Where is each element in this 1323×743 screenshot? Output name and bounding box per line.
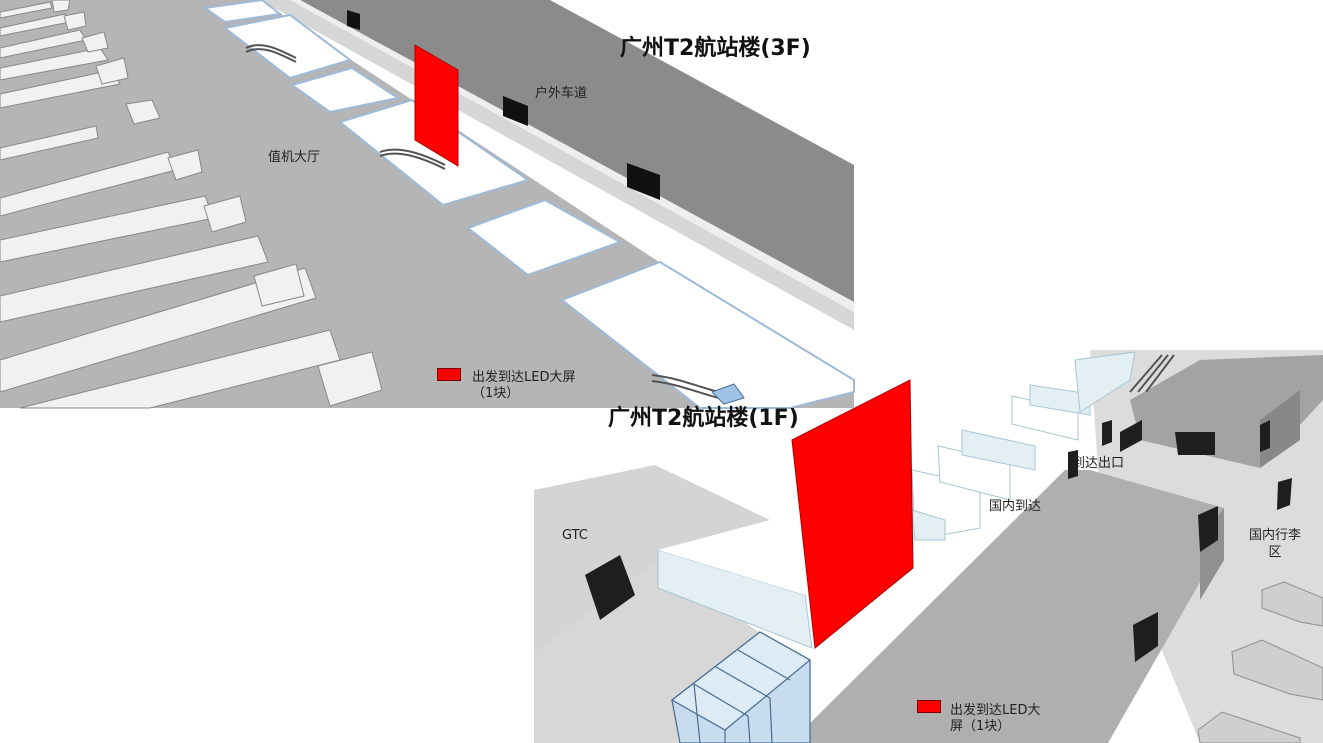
led-screen-3f <box>414 44 459 167</box>
legend-swatch-1f <box>917 700 941 713</box>
floor-3f-title: 广州T2航站楼(3F) <box>620 36 811 61</box>
gtc-floor <box>534 465 770 655</box>
domestic-arrival-label: 国内到达 <box>989 499 1042 514</box>
legend-text-1f: 出发到达LED大 屏（1块） <box>950 703 1040 735</box>
legend-3f-line1: 出发到达LED大屏 <box>472 370 576 385</box>
curb-strip <box>260 0 854 330</box>
central-hall-block <box>790 470 1224 743</box>
floor-3f-scene <box>0 0 855 409</box>
legend-1f-line2: 屏（1块） <box>950 719 1011 734</box>
baggage-carousels <box>1197 581 1323 743</box>
wall-ad-panels <box>347 10 660 200</box>
floor-1f-title: 广州T2航站楼(1F) <box>608 406 799 431</box>
arrival-exit-label: 到达出口 <box>1072 456 1125 471</box>
arrival-corridor <box>911 351 1136 541</box>
outdoor-road-label: 户外车道 <box>535 86 588 101</box>
legend-text-3f: 出发到达LED大屏 （1块） <box>472 370 575 402</box>
wall-ad-panels-1f <box>585 420 1292 662</box>
glass-atrium <box>670 631 812 743</box>
floor-openings <box>202 0 855 409</box>
domestic-baggage-line1: 国内行李 <box>1248 528 1301 543</box>
checkin-counters <box>0 0 383 409</box>
domestic-baggage-label: 国内行李 区 <box>1240 527 1310 561</box>
legend-1f-line1: 出发到达LED大 <box>950 703 1041 718</box>
checkin-hall-label: 值机大厅 <box>268 150 321 165</box>
domestic-baggage-line2: 区 <box>1268 545 1282 560</box>
gtc-label: GTC <box>562 528 588 543</box>
legend-3f-line2: （1块） <box>472 386 520 401</box>
led-screen-1f <box>791 379 914 649</box>
legend-swatch-3f <box>437 368 461 381</box>
floor-1f-scene <box>534 350 1323 743</box>
